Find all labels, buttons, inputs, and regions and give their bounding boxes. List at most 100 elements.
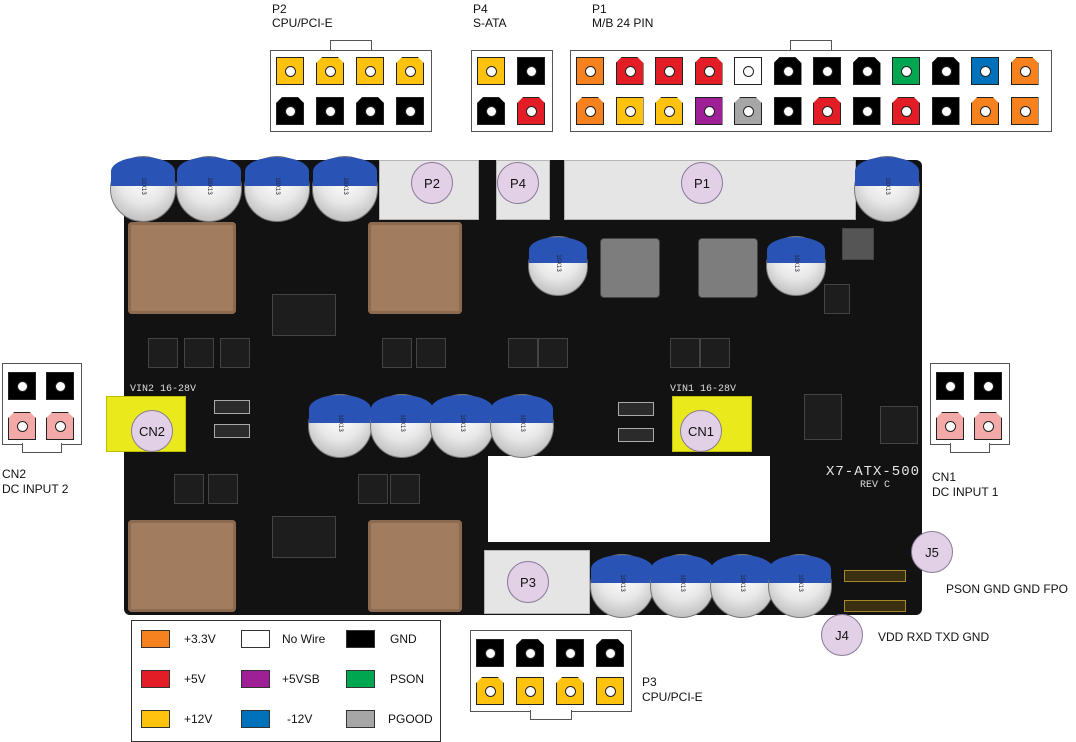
pin-gnd xyxy=(773,97,802,125)
cn1-badge: CN1 xyxy=(680,410,722,452)
board-cutout xyxy=(488,456,770,542)
legend-label: GND xyxy=(390,632,417,646)
p4-pinout xyxy=(471,50,553,132)
legend-label: +12V xyxy=(184,712,213,726)
legend-swatch xyxy=(141,670,170,688)
capacitor-c11: 10X13 xyxy=(490,394,554,458)
legend-swatch xyxy=(346,630,375,648)
p3-pinout xyxy=(470,630,632,712)
cap-label: 10X13 xyxy=(399,414,405,432)
p1-desc-label: M/B 24 PIN xyxy=(592,16,654,30)
inductor-l3 xyxy=(128,520,236,612)
board-model-label: X7-ATX-500 xyxy=(826,464,921,480)
legend-label: -12V xyxy=(287,712,313,726)
cap-label: 10X13 xyxy=(337,414,343,432)
cn2-pinout xyxy=(2,363,82,445)
pin-v5 xyxy=(655,57,683,85)
pin-gnd xyxy=(316,97,344,125)
p4-badge: P4 xyxy=(497,162,539,204)
pin-v12 xyxy=(356,57,384,85)
capacitor-c10: 10X13 xyxy=(430,394,494,458)
legend-label: No Wire xyxy=(282,632,326,646)
pin-gnd xyxy=(476,639,504,667)
pin-gnd xyxy=(974,372,1002,400)
j5-desc-label: PSON GND GND FPO xyxy=(946,582,1069,596)
cn1-pinout xyxy=(930,363,1010,445)
cap-label: 10X13 xyxy=(793,254,799,272)
mosfet xyxy=(700,338,730,368)
legend-swatch xyxy=(141,630,170,648)
p1-badge: P1 xyxy=(681,162,723,204)
legend-label: +3.3V xyxy=(184,632,216,646)
pin-gnd xyxy=(773,57,802,85)
pin-gnd xyxy=(596,639,624,667)
legend-label: PSON xyxy=(390,672,425,686)
board-rev-label: REV C xyxy=(860,480,891,491)
mosfet xyxy=(220,338,250,368)
resistor-r86 xyxy=(214,400,250,414)
pin-pson xyxy=(892,57,920,85)
mosfet xyxy=(382,338,412,368)
p2-badge: P2 xyxy=(411,162,453,204)
capacitor-c13: 10X13 xyxy=(650,554,714,618)
cap-label: 10X13 xyxy=(739,574,745,592)
legend-swatch xyxy=(241,630,270,648)
capacitor-c5: 10X13 xyxy=(854,156,920,222)
pin-v5 xyxy=(8,412,36,440)
resistor-r49 xyxy=(618,402,654,416)
cap-label: 10X13 xyxy=(206,176,212,195)
j5-pin-header xyxy=(844,570,906,582)
ic-d24 xyxy=(824,284,850,314)
pin-v5sb xyxy=(694,97,723,125)
controller-ic-u2 xyxy=(272,516,336,558)
mosfet xyxy=(208,474,238,504)
pin-gnd xyxy=(396,97,424,125)
pin-v12 xyxy=(316,57,344,85)
j4-pin-header xyxy=(844,600,906,612)
cap-label: 10X13 xyxy=(797,574,803,592)
inductor-l9 xyxy=(698,238,758,298)
pin-gnd xyxy=(931,57,960,85)
pin-gnd xyxy=(516,639,544,667)
pin-n12 xyxy=(971,57,999,85)
mosfet xyxy=(670,338,700,368)
cn2-id-label: CN2 xyxy=(2,467,27,481)
pin-v12 xyxy=(276,57,304,85)
inductor-l4 xyxy=(368,520,462,612)
resistor-r85 xyxy=(214,424,250,438)
p4-id-label: P4 xyxy=(473,2,488,16)
capacitor-c6: 10X13 xyxy=(528,236,588,296)
pin-pgood xyxy=(734,97,762,125)
ic-u12 xyxy=(804,394,842,440)
cn2-badge: CN2 xyxy=(131,410,173,452)
p3-latch xyxy=(530,710,572,720)
pin-gnd xyxy=(931,97,960,125)
pin-v12 xyxy=(396,57,424,85)
capacitor-c15: 10X13 xyxy=(768,554,832,618)
capacitor-c2: 10X13 xyxy=(176,156,242,222)
cap-label: 10X13 xyxy=(884,176,890,195)
pin-gnd xyxy=(276,97,304,125)
controller-ic-u1 xyxy=(272,294,336,336)
mosfet xyxy=(174,474,204,504)
capacitor-c14: 10X13 xyxy=(710,554,774,618)
mosfet xyxy=(508,338,538,368)
p1-latch xyxy=(790,40,832,51)
capacitor-c1: 10X13 xyxy=(110,156,176,222)
pin-v5 xyxy=(694,57,723,85)
p2-latch xyxy=(330,40,372,51)
pin-gnd xyxy=(356,97,384,125)
p3-desc-label: CPU/PCI-E xyxy=(642,690,703,704)
pin-gnd xyxy=(556,639,584,667)
inductor-l2 xyxy=(368,222,462,314)
pin-v12 xyxy=(476,677,504,705)
cn1-latch xyxy=(950,443,990,453)
pin-v12 xyxy=(477,57,505,85)
pin-v12 xyxy=(655,97,683,125)
pin-v5 xyxy=(46,412,74,440)
cap-label: 10X13 xyxy=(342,176,348,195)
pcb-board: 10X13 10X13 10X13 10X13 10X13 10X13 10X1… xyxy=(106,156,922,618)
pin-v12 xyxy=(516,677,544,705)
capacitor-c4: 10X13 xyxy=(312,156,378,222)
mosfet xyxy=(390,474,420,504)
